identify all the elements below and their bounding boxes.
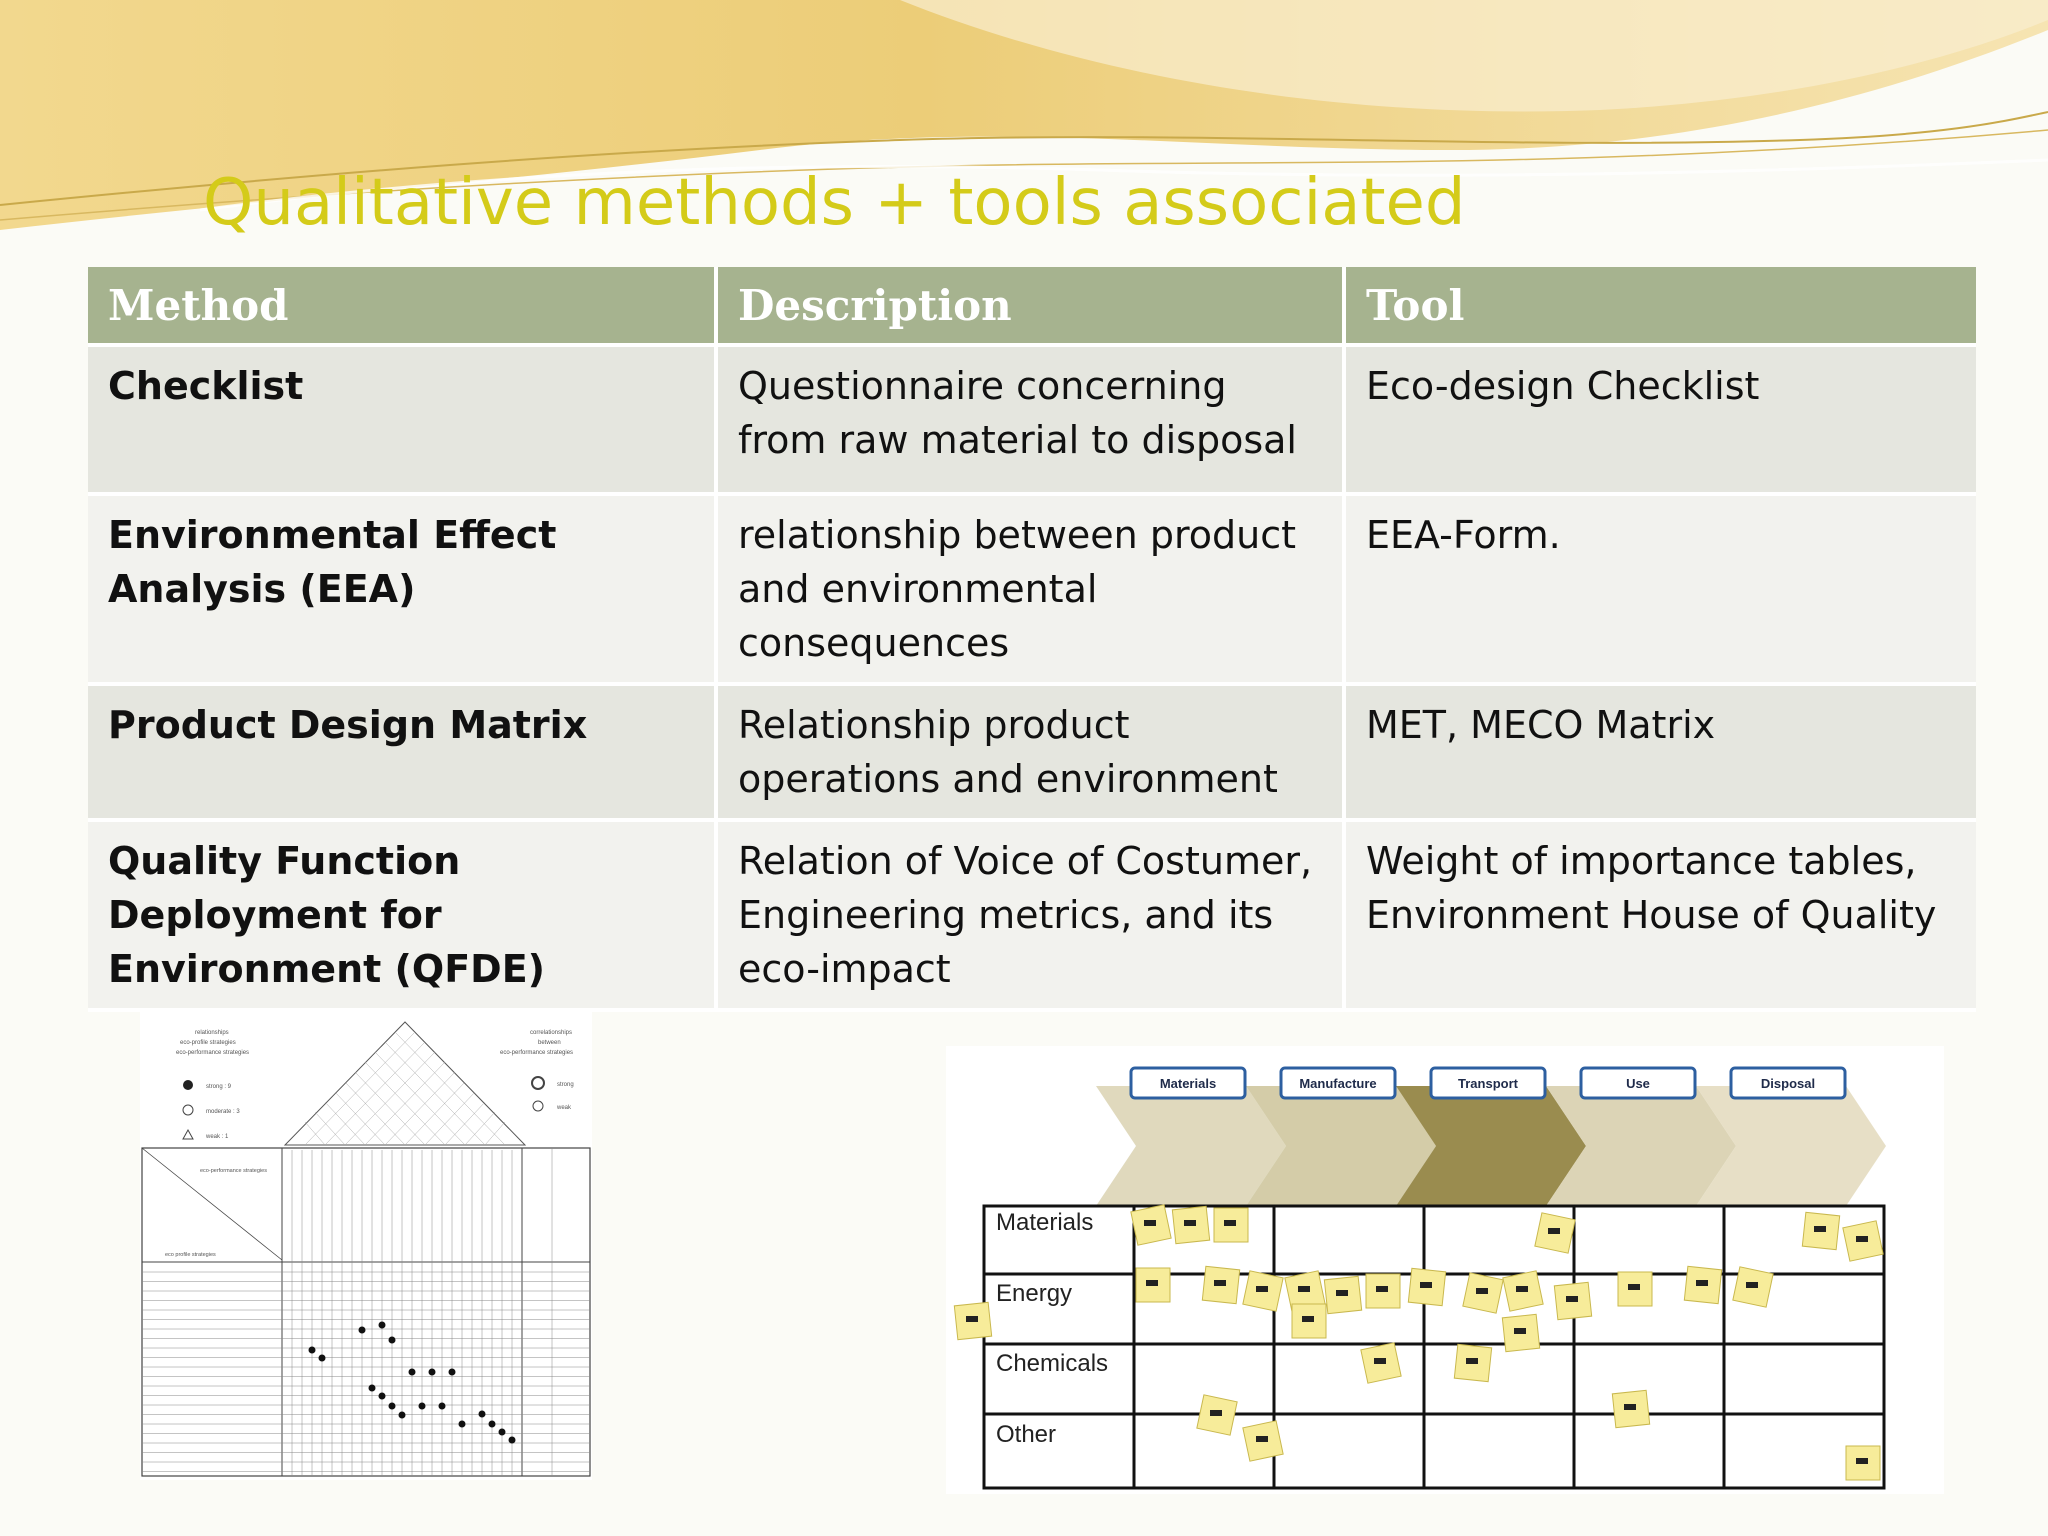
description-cell: Relationship product operations and envi… bbox=[716, 684, 1346, 822]
qfde-legend-strong: strong : 9 bbox=[206, 1084, 232, 1090]
table-row: Product Design Matrix Relationship produ… bbox=[88, 684, 1976, 822]
qfde-strong-dot bbox=[408, 1368, 416, 1376]
meco-row-label: Chemicals bbox=[996, 1350, 1108, 1377]
tool-cell: MET, MECO Matrix bbox=[1344, 684, 1976, 822]
qfde-legend-heading: relationships bbox=[195, 1030, 229, 1036]
meco-matrix-figure: Materials Manufacture Transport Use Disposal… bbox=[946, 1046, 1944, 1494]
qfde-strong-dot bbox=[358, 1326, 366, 1334]
qfde-legend-right-strong: strong bbox=[557, 1082, 574, 1088]
header-tool: Tool bbox=[1344, 267, 1976, 347]
slide-title: Qualitative methods + tools associated bbox=[203, 166, 1466, 240]
qfde-strong-dot bbox=[388, 1402, 396, 1410]
qfde-legend-right-weak: weak bbox=[556, 1105, 572, 1111]
qfde-strong-dot bbox=[508, 1436, 516, 1444]
description-cell: relationship between product and environ… bbox=[716, 494, 1346, 686]
table-row: Quality Function Deployment for Environm… bbox=[88, 820, 1976, 1012]
meco-row-label: Other bbox=[996, 1421, 1056, 1448]
header-method: Method bbox=[88, 267, 718, 347]
meco-stage-box bbox=[1729, 1066, 1847, 1100]
tool-cell: Eco-design Checklist bbox=[1344, 345, 1976, 496]
method-cell: Product Design Matrix bbox=[88, 684, 718, 822]
meco-stage-label: Transport bbox=[1458, 1076, 1519, 1091]
meco-stage-box bbox=[1129, 1066, 1247, 1100]
weak-correlation-icon bbox=[532, 1100, 544, 1112]
meco-row-label: Energy bbox=[996, 1280, 1072, 1307]
table-header-row: Method Description Tool bbox=[88, 267, 1976, 347]
meco-stage-box bbox=[1429, 1066, 1547, 1100]
qfde-house-of-quality-figure: relationships eco-profile strategies eco… bbox=[140, 1010, 592, 1480]
description-cell: Questionnaire concerning from raw materi… bbox=[716, 345, 1346, 496]
tool-cell: EEA-Form. bbox=[1344, 494, 1976, 686]
qfde-legend-heading: eco-profile strategies bbox=[180, 1040, 236, 1046]
header-description: Description bbox=[716, 267, 1346, 347]
meco-stage-label: Disposal bbox=[1761, 1076, 1815, 1091]
qfde-strong-dot bbox=[388, 1336, 396, 1344]
meco-sticky-note bbox=[1845, 1445, 1881, 1481]
qfde-legend-heading: eco-performance strategies bbox=[500, 1050, 573, 1056]
qfde-strong-dot bbox=[378, 1392, 386, 1400]
qfde-strong-dot bbox=[378, 1321, 386, 1329]
strong-symbol-icon bbox=[183, 1080, 193, 1090]
qfde-strong-dot bbox=[368, 1384, 376, 1392]
qfde-legend-heading: eco-performance strategies bbox=[176, 1050, 249, 1056]
qfde-legend-heading: between bbox=[538, 1040, 561, 1046]
qfde-strong-dot bbox=[478, 1410, 486, 1418]
method-cell: Quality Function Deployment for Environm… bbox=[88, 820, 718, 1012]
description-cell: Relation of Voice of Costumer, Engineeri… bbox=[716, 820, 1346, 1012]
qfde-legend-weak: weak : 1 bbox=[205, 1134, 229, 1140]
meco-stage-label: Manufacture bbox=[1299, 1076, 1376, 1091]
weak-symbol-icon bbox=[182, 1128, 194, 1140]
qfde-legend-heading: correlationships bbox=[530, 1030, 572, 1036]
meco-stage-label: Materials bbox=[1160, 1076, 1216, 1091]
qfde-strong-dot bbox=[418, 1402, 426, 1410]
header-wave-decoration bbox=[0, 0, 2048, 230]
table-row: Environmental Effect Analysis (EEA) rela… bbox=[88, 494, 1976, 686]
qfde-strong-dot bbox=[308, 1346, 316, 1354]
qfde-strong-dot bbox=[498, 1428, 506, 1436]
qfde-strong-dot bbox=[458, 1420, 466, 1428]
qfde-strong-dot bbox=[318, 1354, 326, 1362]
qfde-strong-dot bbox=[488, 1420, 496, 1428]
qfde-corner-label: eco-performance strategies bbox=[200, 1168, 267, 1174]
strong-correlation-icon bbox=[531, 1076, 545, 1090]
qfde-strong-dot bbox=[448, 1368, 456, 1376]
qfde-legend-moderate: moderate : 3 bbox=[206, 1109, 240, 1115]
tool-cell: Weight of importance tables, Environment… bbox=[1344, 820, 1976, 1012]
method-cell: Environmental Effect Analysis (EEA) bbox=[88, 494, 718, 686]
method-cell: Checklist bbox=[88, 345, 718, 496]
qfde-strong-dot bbox=[428, 1368, 436, 1376]
meco-stage-box bbox=[1279, 1066, 1397, 1100]
qfde-corner-label: eco profile strategies bbox=[165, 1252, 216, 1258]
methods-table: Method Description Tool Checklist Questi… bbox=[88, 267, 1976, 1012]
meco-row-label: Materials bbox=[996, 1209, 1093, 1236]
table-row: Checklist Questionnaire concerning from … bbox=[88, 345, 1976, 496]
qfde-strong-dot bbox=[438, 1402, 446, 1410]
meco-stage-label: Use bbox=[1626, 1076, 1650, 1091]
moderate-symbol-icon bbox=[182, 1104, 194, 1116]
meco-stage-box bbox=[1579, 1066, 1697, 1100]
qfde-strong-dot bbox=[398, 1411, 406, 1419]
